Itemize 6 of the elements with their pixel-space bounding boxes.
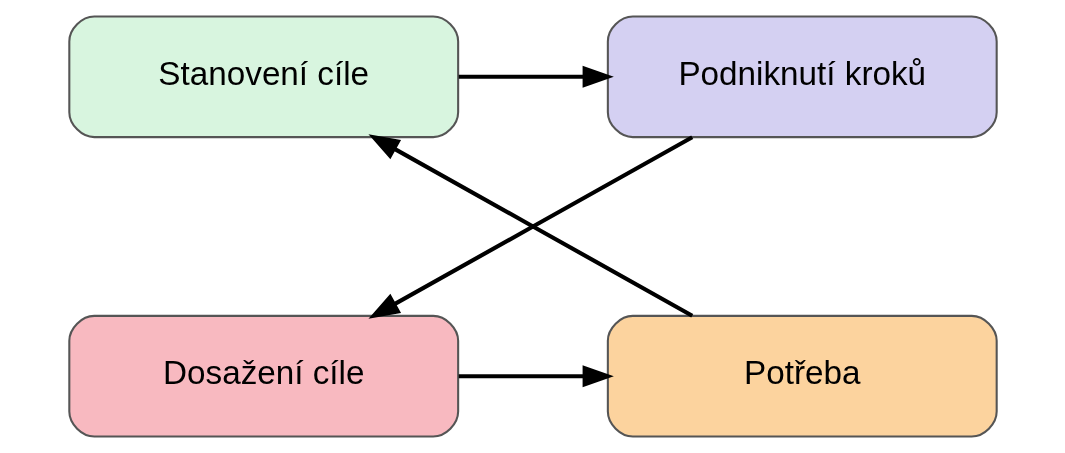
node-box: Stanovení cíle [67,15,459,139]
arrow [458,365,614,388]
arrow [458,65,614,88]
node-box: Dosažení cíle [67,314,459,438]
node-box: Podniknutí kroků [606,15,998,139]
node-box: Potřeba [606,314,998,438]
